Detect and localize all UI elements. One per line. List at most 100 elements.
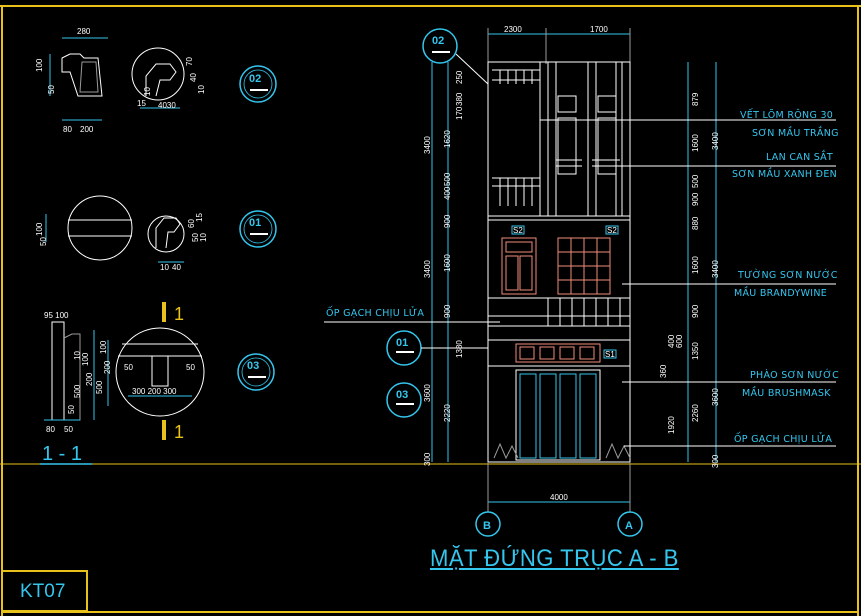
note-tile-right: ỐP GẠCH CHỊU LỬA <box>734 432 832 445</box>
mid-balcony-rails <box>547 298 621 326</box>
dim-left-inner: 500 <box>443 172 452 186</box>
dim-bottom: 4000 <box>550 493 568 502</box>
dim-left-inner: 250 <box>455 70 464 84</box>
detail-tags: 02 01 03 1 1 1 - 1 <box>40 65 277 465</box>
leader-lines <box>324 119 836 447</box>
dim-text: 50 <box>47 85 56 94</box>
elev-tag-01: 01 <box>396 337 408 349</box>
transom-grid <box>519 346 595 360</box>
dim-left: 3400 <box>423 136 432 154</box>
dim-left-inner: 300 <box>423 452 432 466</box>
dim-right: 880 <box>691 216 700 230</box>
section-marker-bottom: 1 <box>174 422 184 442</box>
dim-text: 60 <box>187 219 196 228</box>
dim-right-inner: 400 <box>667 334 676 348</box>
dim-text: 80 <box>63 125 72 134</box>
dim-text: 10 <box>197 85 206 94</box>
dim-text: 50 <box>186 363 195 372</box>
detail-tag-01: 01 <box>249 217 261 229</box>
dim-text: 15 <box>137 99 146 108</box>
sheet-frame <box>0 5 861 616</box>
dim-text: 15 <box>195 213 204 222</box>
dim-text: 10 <box>160 263 169 272</box>
detail-tag-02: 02 <box>249 73 261 85</box>
elev-tag-03: 03 <box>396 389 408 401</box>
dim-left-inner: 900 <box>443 304 452 318</box>
dim-left: 3600 <box>423 384 432 402</box>
elev-tag-02: 02 <box>432 35 444 47</box>
note-railing-paint: SƠN MẦU XANH ĐEN <box>732 167 837 180</box>
drawing-title: MẶT ĐỨNG TRỤC A - B <box>430 545 679 572</box>
dim-text: 10 <box>199 233 208 242</box>
dim-right: 1350 <box>691 342 700 360</box>
note-wall-paint: TƯỜNG SƠN NƯỚC <box>737 269 838 281</box>
dim-text: 100 <box>99 340 108 354</box>
note-paint-white: SƠN MẦU TRẮNG <box>752 126 839 139</box>
dim-text: 10 <box>73 351 82 360</box>
upper-louvres <box>547 62 623 216</box>
dim-right-outer: 3400 <box>711 132 720 150</box>
dim-text: 50 <box>39 237 48 246</box>
dim-text: 100 <box>35 222 44 236</box>
dim-right: 879 <box>691 92 700 106</box>
dim-right: 900 <box>691 304 700 318</box>
dim-text: 280 <box>77 27 91 36</box>
shopfront-doors <box>519 373 597 459</box>
dim-text: 50 <box>67 405 76 414</box>
elevation: 2300 1700 <box>324 25 839 537</box>
section-label: 1 - 1 <box>42 443 82 465</box>
note-wall-color: MẦU BRANDYWINE <box>734 286 827 299</box>
dim-top-1: 2300 <box>504 25 522 34</box>
dim-text: 200 <box>103 360 112 374</box>
dim-text: 10 <box>143 87 152 96</box>
dim-right-outer: 3600 <box>711 388 720 406</box>
dim-right: 600 <box>675 334 684 348</box>
dim-text: 70 <box>185 57 194 66</box>
dim-text: 80 <box>46 425 55 434</box>
dim-right-inner: 1920 <box>667 416 676 434</box>
note-railing: LAN CAN SẮT <box>766 150 833 163</box>
note-molding: PHÀO SƠN NƯỚC <box>750 369 839 381</box>
dim-right: 1600 <box>691 134 700 152</box>
dim-top-2: 1700 <box>590 25 608 34</box>
dim-text: 50 <box>64 425 73 434</box>
dim-left-inner: 170 <box>455 106 464 120</box>
section-marker-top: 1 <box>174 304 184 324</box>
dim-text: 50 <box>124 363 133 372</box>
dim-left-inner: 380 <box>455 92 464 106</box>
dim-right: 1600 <box>691 256 700 274</box>
dim-text: 200 <box>80 125 94 134</box>
sheet-code: KT07 <box>2 570 88 612</box>
dim-left-inner: 2220 <box>443 404 452 422</box>
dim-right: 2260 <box>691 404 700 422</box>
axis-a-marker: A <box>625 520 633 532</box>
parapet-bars <box>499 70 533 84</box>
dim-left-inner: 400 <box>443 186 452 200</box>
dim-text: 300 200 300 <box>132 387 177 396</box>
dim-text: 40 <box>172 263 181 272</box>
door-grid <box>558 238 610 294</box>
detail-cornice-02: 280 100 50 80 200 70 40 10 10 15 4030 10… <box>35 27 208 434</box>
dim-left-inner: 1380 <box>455 340 464 358</box>
dim-left-inner: 1620 <box>443 130 452 148</box>
dim-right-inner: 360 <box>659 364 668 378</box>
dim-right: 500 <box>691 174 700 188</box>
dim-text: 95 100 <box>44 311 69 320</box>
upper-balcony-rails <box>492 159 620 206</box>
dim-text: 50 <box>191 233 200 242</box>
dim-text: 100 <box>35 58 44 72</box>
dim-left: 3400 <box>423 260 432 278</box>
dim-text: 500 <box>95 380 104 394</box>
level-mark: S2 <box>607 226 617 235</box>
note-molding-color: MẦU BRUSHMASK <box>742 386 831 399</box>
dim-left-inner: 900 <box>443 214 452 228</box>
detail-tag-03: 03 <box>247 360 259 372</box>
dim-text: 4030 <box>158 101 176 110</box>
dim-text: 100 <box>81 352 90 366</box>
axis-b-marker: B <box>483 520 491 532</box>
dim-text: 40 <box>189 73 198 82</box>
level-mark: S1 <box>605 350 615 359</box>
level-mark: S2 <box>513 226 523 235</box>
dim-text: 500 <box>73 384 82 398</box>
